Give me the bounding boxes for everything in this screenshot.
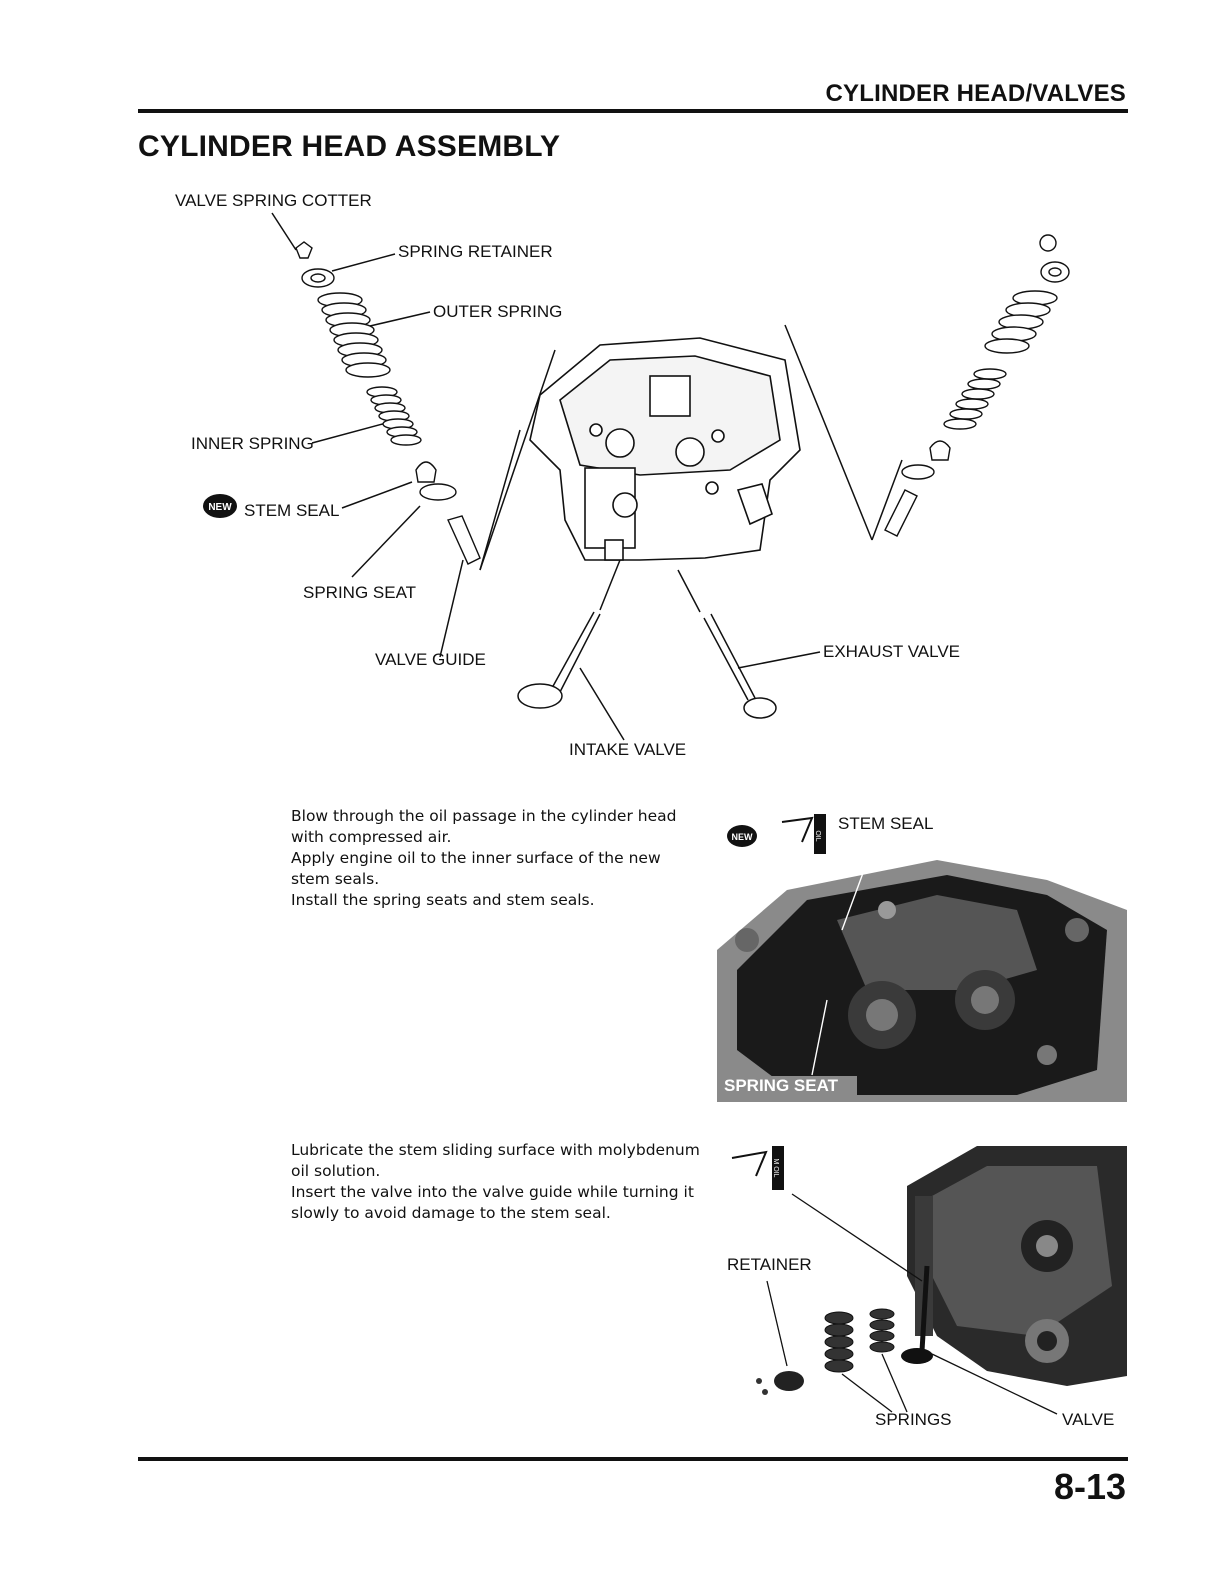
section-header: CYLINDER HEAD/VALVES <box>825 80 1126 107</box>
header-rule <box>138 109 1128 113</box>
label-exhaust-valve: EXHAUST VALVE <box>823 642 960 661</box>
step2-instructions: Lubricate the stem sliding surface with … <box>291 1140 701 1224</box>
label-valve-guide: VALVE GUIDE <box>375 650 486 669</box>
photo2-label-valve: VALVE <box>1062 1410 1115 1429</box>
step1-instructions: Blow through the oil passage in the cyli… <box>291 806 701 911</box>
oil-can-icon: OIL <box>781 814 826 854</box>
step1-line-2: Apply engine oil to the inner surface of… <box>291 849 661 888</box>
step2-line-1: Lubricate the stem sliding surface with … <box>291 1141 700 1180</box>
svg-text:NEW: NEW <box>208 502 232 513</box>
stem-seal-photo: NEW OIL <box>717 800 1127 1102</box>
photo2-label-springs: SPRINGS <box>875 1410 952 1429</box>
step1-line-1: Blow through the oil passage in the cyli… <box>291 807 677 846</box>
photo1-label-spring-seat: SPRING SEAT <box>724 1076 838 1095</box>
photo2-label-retainer: RETAINER <box>727 1255 812 1274</box>
label-inner-spring: INNER SPRING <box>191 434 314 453</box>
label-spring-retainer: SPRING RETAINER <box>398 242 553 261</box>
step2-line-2: Insert the valve into the valve guide wh… <box>291 1183 694 1222</box>
step1-line-3: Install the spring seats and stem seals. <box>291 891 595 909</box>
valve-insertion-photo: M OIL <box>717 1136 1127 1436</box>
intake-exhaust-valves <box>517 611 777 719</box>
cylinder-head <box>529 337 801 561</box>
svg-text:M OIL: M OIL <box>772 1158 779 1177</box>
svg-text:OIL: OIL <box>814 830 821 841</box>
label-intake-valve: INTAKE VALVE <box>569 740 687 759</box>
label-stem-seal: STEM SEAL <box>244 501 340 520</box>
exploded-diagram: NEW <box>203 212 1070 741</box>
left-valve-stack <box>295 241 481 565</box>
svg-text:NEW: NEW <box>732 832 754 842</box>
page-number: 8-13 <box>1053 1466 1126 1507</box>
photo1-label-stem-seal: STEM SEAL <box>838 814 934 833</box>
label-spring-seat: SPRING SEAT <box>303 583 417 602</box>
label-valve-spring-cotter: VALVE SPRING COTTER <box>175 191 372 210</box>
new-symbol-icon: NEW <box>203 494 237 518</box>
new-symbol-icon: NEW <box>727 825 757 847</box>
page-title: CYLINDER HEAD ASSEMBLY <box>138 130 561 163</box>
moly-oil-icon: M OIL <box>731 1146 784 1190</box>
right-valve-stack <box>884 234 1070 537</box>
label-outer-spring: OUTER SPRING <box>433 302 563 321</box>
footer-rule <box>138 1457 1128 1461</box>
